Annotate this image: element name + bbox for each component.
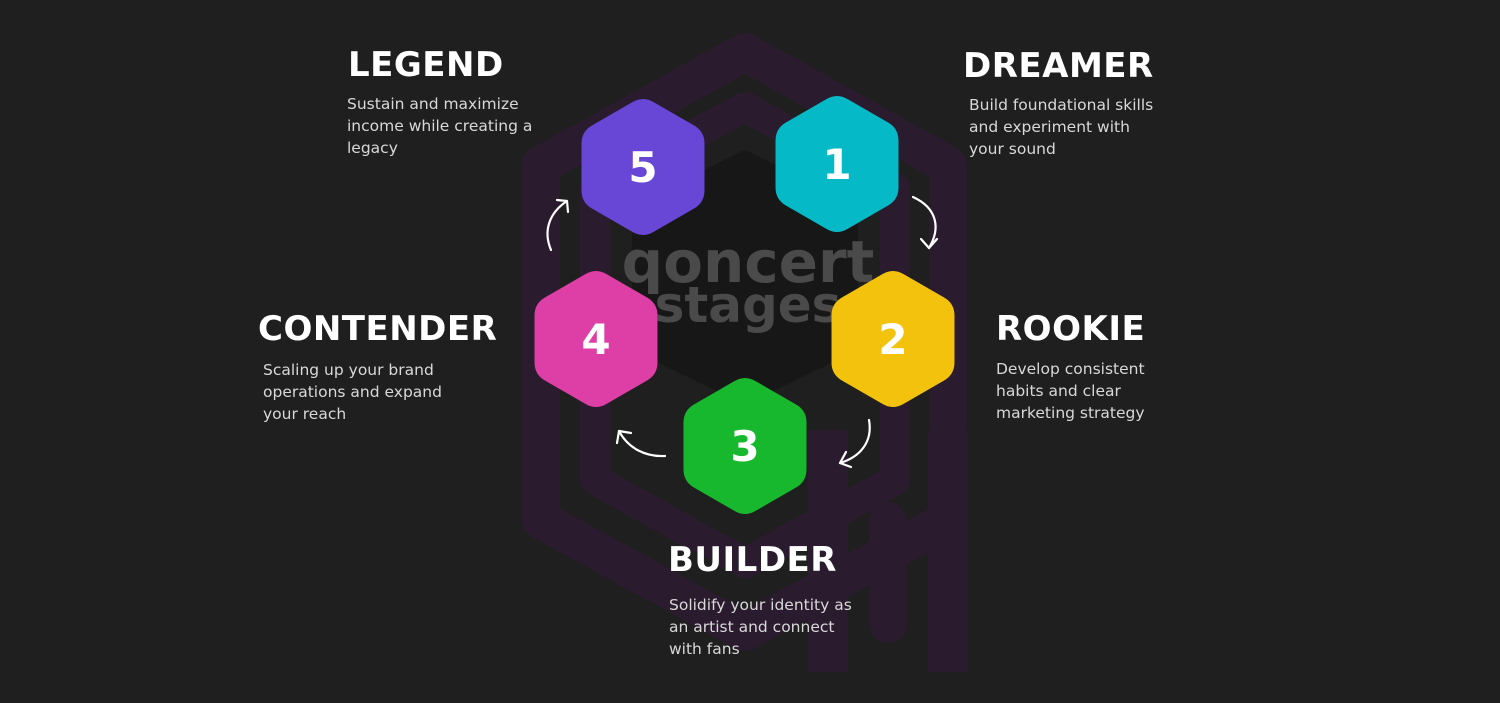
stage-5-hexagon: 5 (581, 99, 705, 235)
arrow-curve-1-to-2-icon (911, 195, 939, 250)
stage-3-hexagon: 3 (683, 378, 807, 514)
arrow-curve-4-to-5-icon (546, 198, 570, 252)
stage-1-title: DREAMER (963, 46, 1154, 86)
stage-1-hexagon-shape (775, 96, 899, 232)
stage-2-number: 2 (878, 315, 907, 364)
arrow-curve-2-to-3-icon (838, 418, 871, 469)
stage-3-title: BUILDER (668, 540, 837, 580)
stage-4-hexagon: 4 (534, 271, 658, 407)
stage-1-description: Build foundational skills and experiment… (969, 96, 1154, 158)
stage-4-number: 4 (581, 315, 610, 364)
watermark-line-2: stages (655, 276, 842, 334)
stage-2-title: ROOKIE (996, 309, 1146, 349)
stage-3-hexagon-shape (683, 378, 807, 514)
stage-1-hexagon: 1 (775, 96, 899, 232)
stage-4-hexagon-shape (534, 271, 658, 407)
stage-1-number: 1 (822, 140, 851, 189)
stage-4-description: Scaling up your brand operations and exp… (263, 361, 442, 423)
stage-5-number: 5 (628, 143, 657, 192)
watermark-line-1: qoncert (622, 228, 875, 296)
stage-3-number: 3 (730, 422, 759, 471)
stage-2-hexagon-shape (831, 271, 955, 407)
stage-2-hexagon: 2 (831, 271, 955, 407)
stage-5-hexagon-shape (581, 99, 705, 235)
arrow-curve-3-to-4-icon (615, 429, 667, 458)
stage-4-title: CONTENDER (258, 309, 498, 349)
stage-2-description: Develop consistent habits and clear mark… (996, 360, 1145, 422)
stage-3-description: Solidify your identity as an artist and … (669, 596, 852, 658)
stage-5-description: Sustain and maximize income while creati… (347, 95, 533, 157)
stage-5-title: LEGEND (348, 45, 504, 85)
